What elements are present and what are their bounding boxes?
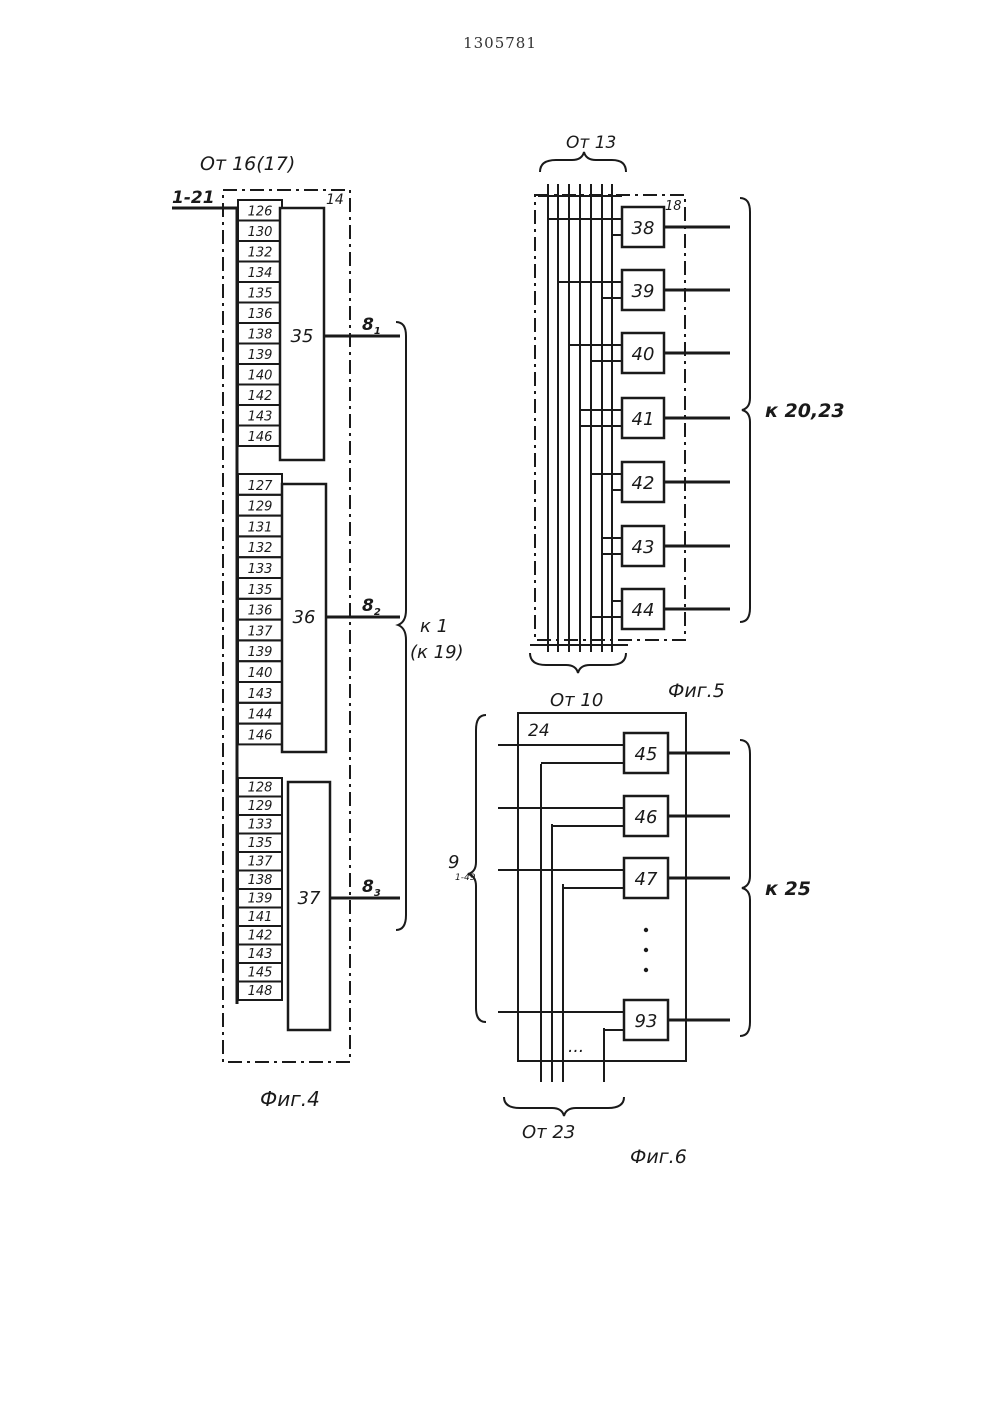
- fig4-cell-label: 136: [248, 604, 273, 619]
- fig6-vdot: [644, 948, 648, 952]
- fig5-bottom-brace: [530, 653, 626, 673]
- fig5-top-brace: [540, 152, 626, 172]
- fig4-output-label: к 1: [420, 616, 448, 637]
- fig6-bottom-label: От 23: [522, 1122, 575, 1143]
- fig4-cell-label: 134: [248, 266, 273, 281]
- fig4-cell-label: 143: [248, 687, 273, 702]
- figure-6: 24 45 46 47 93 ... 9 1-49 к 25 От 23 Фиг.6: [448, 713, 811, 1168]
- fig4-cell-label: 133: [248, 818, 273, 833]
- fig6-frame-label: 24: [528, 721, 550, 741]
- patent-number: 1305781: [463, 34, 537, 52]
- fig4-cell-label: 145: [248, 966, 273, 981]
- fig4-block-label: 35: [291, 326, 314, 347]
- fig6-vdot: [644, 968, 648, 972]
- fig4-cell-label: 138: [248, 328, 273, 343]
- fig4-output-label: 81: [362, 315, 381, 337]
- fig4-cell-label: 142: [248, 929, 273, 944]
- fig6-output-brace: [740, 740, 750, 1036]
- fig4-cell-label: 143: [248, 947, 273, 962]
- fig4-cell-label: 131: [248, 520, 273, 535]
- fig5-bottom-label: От 10: [550, 690, 603, 711]
- fig4-cell-label: 143: [248, 410, 273, 425]
- fig4-caption: Фиг.4: [260, 1087, 320, 1111]
- fig5-block-label: 40: [632, 344, 655, 365]
- fig4-output-label: 83: [362, 877, 381, 899]
- fig6-ellipsis: ...: [568, 1037, 584, 1057]
- fig4-cell-label: 135: [248, 836, 273, 851]
- fig6-block-label: 45: [635, 744, 658, 765]
- fig4-cell-label: 129: [248, 799, 273, 814]
- fig5-block-label: 39: [632, 281, 655, 302]
- fig4-cell-label: 138: [248, 873, 273, 888]
- fig5-output-brace: [740, 198, 750, 622]
- fig4-cell-label: 129: [248, 500, 273, 515]
- fig4-cell-label: 127: [248, 479, 274, 494]
- fig4-cell-label: 140: [248, 369, 273, 384]
- fig4-output-brace: [396, 322, 406, 930]
- fig4-output-label-2: (к 19): [410, 642, 464, 663]
- figure-4: От 16(17) 1-21 14 126 130 132 134 135 136 138 1…: [172, 153, 464, 1111]
- fig4-block-label: 37: [298, 888, 321, 909]
- fig4-cell-label: 132: [248, 541, 273, 556]
- fig6-input-brace: [468, 715, 486, 1022]
- fig4-cell-label: 146: [248, 728, 273, 743]
- fig6-bottom-brace: [504, 1097, 624, 1116]
- fig6-block-label: 47: [635, 869, 658, 890]
- fig4-cell-label: 137: [248, 855, 274, 870]
- fig6-block-label: 46: [635, 807, 658, 828]
- fig4-cell-label: 142: [248, 389, 273, 404]
- fig6-block-label: 93: [635, 1011, 658, 1032]
- fig5-block-label: 41: [632, 409, 655, 430]
- fig4-cell-label: 135: [248, 287, 273, 302]
- fig4-cell-label: 144: [248, 708, 273, 723]
- fig4-cell-label: 136: [248, 307, 273, 322]
- fig4-cell-label: 132: [248, 246, 273, 261]
- fig4-input-label: 1-21: [172, 188, 215, 208]
- fig4-frame-label: 14: [326, 192, 344, 208]
- fig5-block-label: 43: [632, 537, 655, 558]
- fig4-cell-label: 140: [248, 666, 273, 681]
- figure-5: От 13 18 38 39 40 41 42 43 44 к 20,23 От 10 Фи…: [530, 133, 845, 711]
- fig4-cell-label: 139: [248, 348, 273, 363]
- fig4-cell-label: 128: [248, 781, 273, 796]
- fig5-top-label: От 13: [566, 133, 616, 153]
- fig6-caption: Фиг.6: [630, 1146, 687, 1168]
- fig6-input-label: 9: [448, 852, 459, 873]
- fig5-frame-label: 18: [665, 199, 682, 214]
- fig6-vdot: [644, 928, 648, 932]
- fig5-output-label: к 20,23: [765, 400, 845, 422]
- fig4-cell-label: 130: [248, 225, 273, 240]
- fig5-caption: Фиг.5: [668, 680, 725, 702]
- fig4-cell-label: 137: [248, 624, 274, 639]
- fig4-cell-label: 146: [248, 430, 273, 445]
- fig4-cell-label: 126: [248, 205, 273, 220]
- fig6-output-label: к 25: [765, 878, 811, 900]
- fig4-cell-label: 135: [248, 583, 273, 598]
- fig4-from-label: От 16(17): [200, 153, 295, 175]
- fig4-cell-label: 139: [248, 645, 273, 660]
- fig5-block-label: 44: [632, 600, 655, 621]
- fig4-block-label: 36: [293, 607, 316, 628]
- fig4-cell-label: 141: [248, 910, 273, 925]
- fig4-cell-label: 139: [248, 892, 273, 907]
- fig4-cell-label: 148: [248, 984, 273, 999]
- fig5-block-label: 38: [632, 218, 655, 239]
- fig6-input-sub: 1-49: [455, 873, 476, 883]
- fig5-block-label: 42: [632, 473, 655, 494]
- fig4-output-label: 82: [362, 596, 381, 618]
- fig4-cell-label: 133: [248, 562, 273, 577]
